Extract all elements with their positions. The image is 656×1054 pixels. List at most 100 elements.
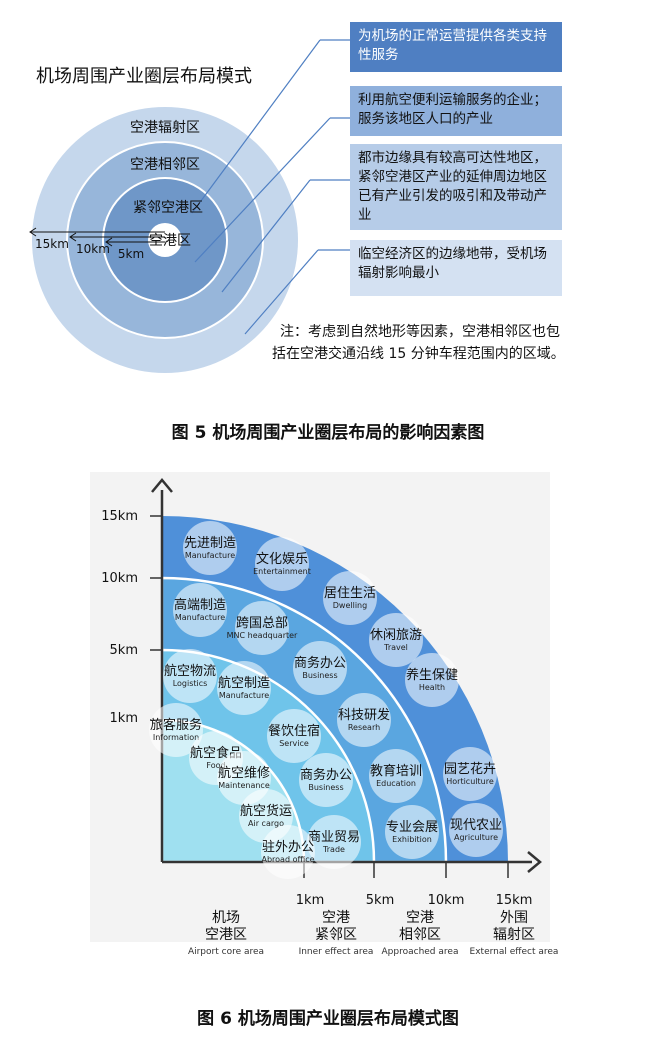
- label-ring-outer: 空港辐射区: [130, 120, 200, 136]
- y-tick-1km: 1km: [110, 711, 138, 726]
- svg-text:辐射区: 辐射区: [493, 927, 535, 943]
- label-ring-core: 空港区: [149, 233, 191, 249]
- figure-6: 15km 10km 5km 1km 1km 5km 10km 15km 机场 空…: [0, 458, 656, 962]
- industry-name-en: Entertainment: [253, 567, 311, 576]
- industry-name-cn: 专业会展: [386, 820, 438, 835]
- industry-bubble-circle: [307, 815, 361, 869]
- industry-name-en: Exhibition: [392, 835, 432, 844]
- industry-name-cn: 居住生活: [324, 586, 376, 601]
- fig6-quadrant-diagram: 15km 10km 5km 1km 1km 5km 10km 15km 机场 空…: [90, 472, 559, 957]
- figure-5: 空港辐射区 空港相邻区 紧邻空港区 空港区 15km 10km 5km 机场周围…: [0, 0, 656, 384]
- note-box-core: 为机场的正常运营提供各类支持性服务: [350, 22, 562, 72]
- industry-name-cn: 现代农业: [450, 818, 502, 833]
- industry-bubble-circle: [385, 805, 439, 859]
- label-15km: 15km: [35, 237, 69, 251]
- industry-name-cn: 商业贸易: [308, 830, 360, 845]
- industry-name-en: Agriculture: [454, 833, 498, 842]
- x-tick-10km: 10km: [428, 893, 465, 908]
- industry-name-en: Maintenance: [218, 781, 270, 790]
- industry-bubble-circle: [173, 583, 227, 637]
- industry-bubble-circle: [293, 641, 347, 695]
- label-ring-approach: 空港相邻区: [130, 157, 200, 173]
- industry-name-en: Manufacture: [175, 613, 225, 622]
- svg-text:相邻区: 相邻区: [399, 927, 441, 943]
- label-10km: 10km: [76, 242, 110, 256]
- x-tick-1km: 1km: [296, 893, 324, 908]
- industry-name-cn: 商务办公: [294, 655, 346, 671]
- industry-name-cn: 餐饮住宿: [268, 723, 320, 739]
- fig5-note-line-1: 注：考虑到自然地形等因素，空港相邻区也包: [280, 324, 560, 340]
- y-tick-10km: 10km: [101, 571, 138, 586]
- svg-text:空港: 空港: [406, 910, 434, 926]
- industry-bubble-circle: [443, 747, 497, 801]
- industry-name-en: Business: [302, 671, 337, 680]
- industry-name-en: Service: [279, 739, 309, 748]
- svg-text:外围: 外围: [500, 910, 528, 926]
- svg-text:空港区: 空港区: [205, 927, 247, 943]
- svg-text:机场: 机场: [212, 910, 240, 926]
- fig5-caption: 图 5 机场周围产业圈层布局的影响因素图: [171, 423, 485, 443]
- svg-text:Approached area: Approached area: [382, 947, 459, 957]
- industry-name-en: Abroad office: [261, 855, 314, 864]
- svg-text:External effect area: External effect area: [470, 947, 559, 957]
- industry-bubble-circle: [235, 601, 289, 655]
- svg-text:空港: 空港: [322, 910, 350, 926]
- industry-bubble-circle: [323, 571, 377, 625]
- industry-name-cn: 驻外办公: [262, 840, 314, 855]
- industry-name-cn: 跨国总部: [236, 616, 288, 631]
- industry-name-cn: 教育培训: [370, 763, 422, 779]
- industry-name-en: MNC headquarter: [227, 631, 298, 640]
- fig5-title: 机场周围产业圈层布局模式: [36, 66, 252, 87]
- zone-label-inner: 空港 紧邻区 Inner effect area: [299, 910, 374, 957]
- leader-line-2: [194, 117, 331, 263]
- svg-text:Inner effect area: Inner effect area: [299, 947, 374, 957]
- industry-bubble-circle: [255, 537, 309, 591]
- y-tick-5km: 5km: [110, 643, 138, 658]
- industry-name-en: Business: [308, 783, 343, 792]
- industry-name-en: Information: [153, 733, 199, 742]
- industry-name-en: Travel: [383, 643, 408, 652]
- industry-name-cn: 高端制造: [174, 597, 226, 613]
- industry-name-en: Manufacture: [185, 551, 235, 560]
- zone-label-outer: 外围 辐射区 External effect area: [470, 910, 559, 957]
- y-tick-15km: 15km: [101, 509, 138, 524]
- industry-name-cn: 文化娱乐: [256, 552, 308, 567]
- leader-line-3: [221, 179, 311, 293]
- industry-bubble-circle: [163, 649, 217, 703]
- industry-name-en: Trade: [322, 845, 345, 854]
- industry-bubble-circle: [369, 613, 423, 667]
- x-tick-15km: 15km: [496, 893, 533, 908]
- industry-bubble-circle: [405, 653, 459, 707]
- leader-line-1: [191, 39, 321, 214]
- label-5km: 5km: [118, 247, 144, 261]
- label-ring-inner: 紧邻空港区: [133, 200, 203, 216]
- fig5-rings-diagram: 空港辐射区 空港相邻区 紧邻空港区 空港区 15km 10km 5km: [29, 39, 350, 373]
- zone-label-core: 机场 空港区 Airport core area: [188, 910, 264, 957]
- industry-name-cn: 航空制造: [218, 675, 270, 691]
- industry-name-cn: 商务办公: [300, 767, 352, 783]
- industry-name-en: Food: [206, 761, 225, 770]
- industry-name-en: Logistics: [173, 679, 208, 688]
- svg-text:紧邻区: 紧邻区: [315, 927, 357, 943]
- x-tick-5km: 5km: [366, 893, 394, 908]
- industry-bubble-circle: [217, 661, 271, 715]
- note-box-outer: 临空经济区的边缘地带，受机场辐射影响最小: [350, 240, 562, 296]
- industry-name-cn: 科技研发: [338, 707, 390, 723]
- industry-name-cn: 养生保健: [406, 667, 458, 683]
